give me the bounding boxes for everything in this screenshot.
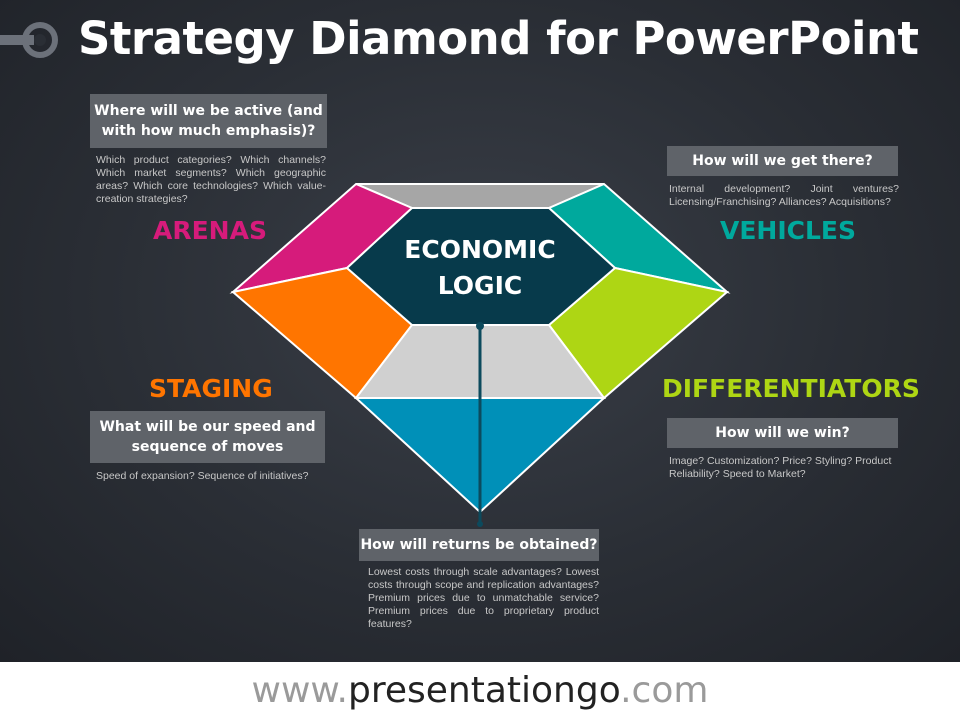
- footer-suffix: .com: [620, 670, 709, 711]
- differentiators-label: DIFFERENTIATORS: [662, 374, 920, 403]
- arenas-question-line1: Where will we be active (and: [94, 103, 323, 119]
- staging-question-line1: What will be our speed and: [99, 419, 316, 435]
- economic-logic-line2: LOGIC: [437, 271, 523, 300]
- vehicles-description: Internal development? Joint ventures? Li…: [669, 183, 899, 208]
- footer-prefix: www.: [251, 670, 348, 711]
- vehicles-question-box: How will we get there?: [667, 146, 898, 176]
- arenas-question-line2: with how much emphasis)?: [101, 123, 316, 139]
- vehicles-label: VEHICLES: [720, 216, 857, 245]
- differentiators-description: Image? Customization? Price? Styling? Pr…: [669, 455, 892, 480]
- returns-question-box: How will returns be obtained?: [359, 529, 599, 561]
- economic-logic-line1: ECONOMIC: [404, 235, 556, 264]
- slide: Strategy Diamond for PowerPoint ECONOMIC…: [0, 0, 960, 662]
- staging-question-box: What will be our speed and sequence of m…: [90, 411, 325, 463]
- footer-url[interactable]: www.presentationgo.com: [0, 662, 960, 720]
- returns-description: Lowest costs through scale advantages? L…: [368, 566, 599, 630]
- returns-connector-dot: [476, 322, 484, 330]
- staging-question-line2: sequence of moves: [131, 439, 284, 455]
- arenas-description: Which product categories? Which channels…: [96, 154, 326, 205]
- arenas-question-box: Where will we be active (and with how mu…: [90, 94, 327, 148]
- title-ring-icon: [0, 22, 58, 58]
- staging-label: STAGING: [149, 374, 273, 403]
- staging-description: Speed of expansion? Sequence of initiati…: [96, 470, 309, 482]
- strategy-diamond: [233, 184, 727, 527]
- footer-brand: presentationgo: [348, 670, 621, 711]
- economic-logic-label: ECONOMIC LOGIC: [392, 232, 568, 304]
- differentiators-question-box: How will we win?: [667, 418, 898, 448]
- arenas-label: ARENAS: [153, 216, 267, 245]
- returns-connector-end: [477, 521, 483, 527]
- page-title: Strategy Diamond for PowerPoint: [78, 12, 919, 65]
- economic-logic-facet: [345, 207, 617, 326]
